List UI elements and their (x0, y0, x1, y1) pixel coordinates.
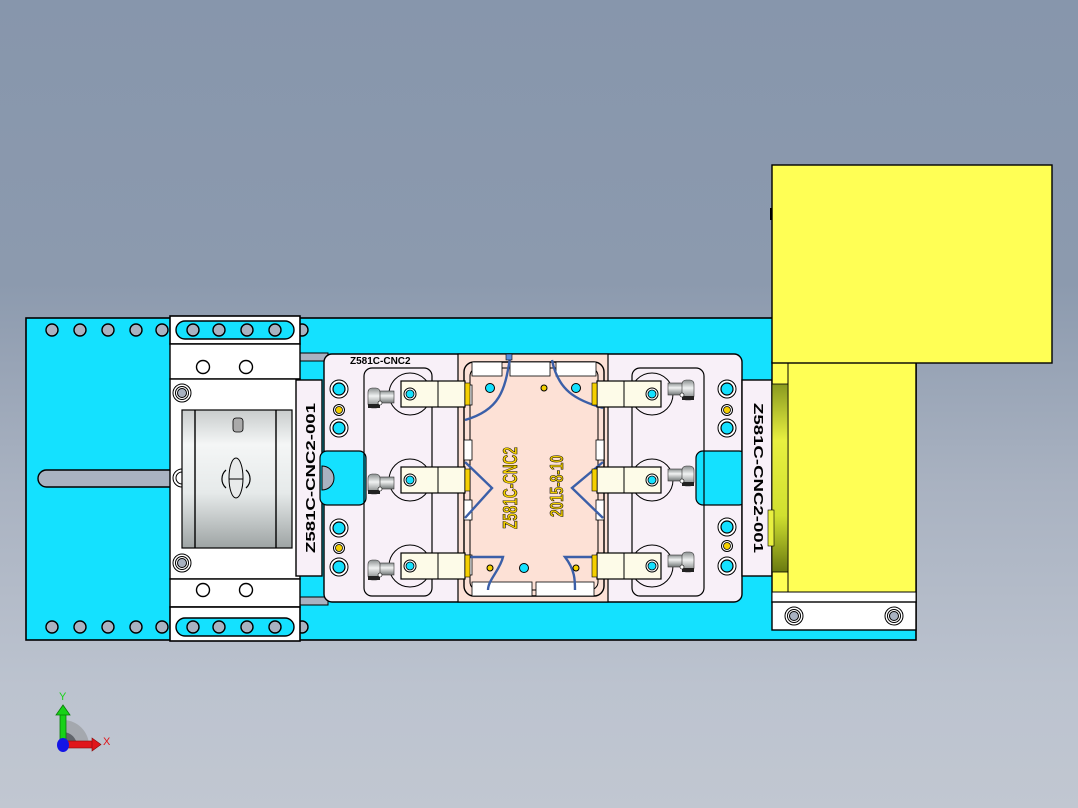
left-plate-label: Z581C-CNC2-001 (303, 403, 318, 553)
axis-triad: Y X (55, 691, 111, 752)
z-axis-marker (57, 738, 69, 752)
right-yellow-assembly[interactable] (767, 361, 917, 631)
yellow-top-block[interactable] (770, 164, 1053, 364)
date-label: 2015-8-10 (547, 455, 567, 517)
left-clamp-assembly[interactable] (169, 315, 301, 642)
air-tubing (464, 357, 604, 591)
left-side-plate[interactable]: Z581C-CNC2-001 (295, 379, 323, 577)
y-axis-label: Y (59, 691, 67, 703)
right-side-plate[interactable]: Z581C-CNC2-001 (741, 379, 773, 577)
right-plate-label: Z581C-CNC2-001 (751, 403, 766, 553)
fixture-top-label: Z581C-CNC2 (350, 356, 411, 367)
x-axis-label: X (103, 736, 111, 748)
part-number-label: Z581C-CNC2 (500, 447, 522, 529)
part-nest[interactable]: Z581C-CNC2 2015-8-10 (457, 353, 609, 603)
